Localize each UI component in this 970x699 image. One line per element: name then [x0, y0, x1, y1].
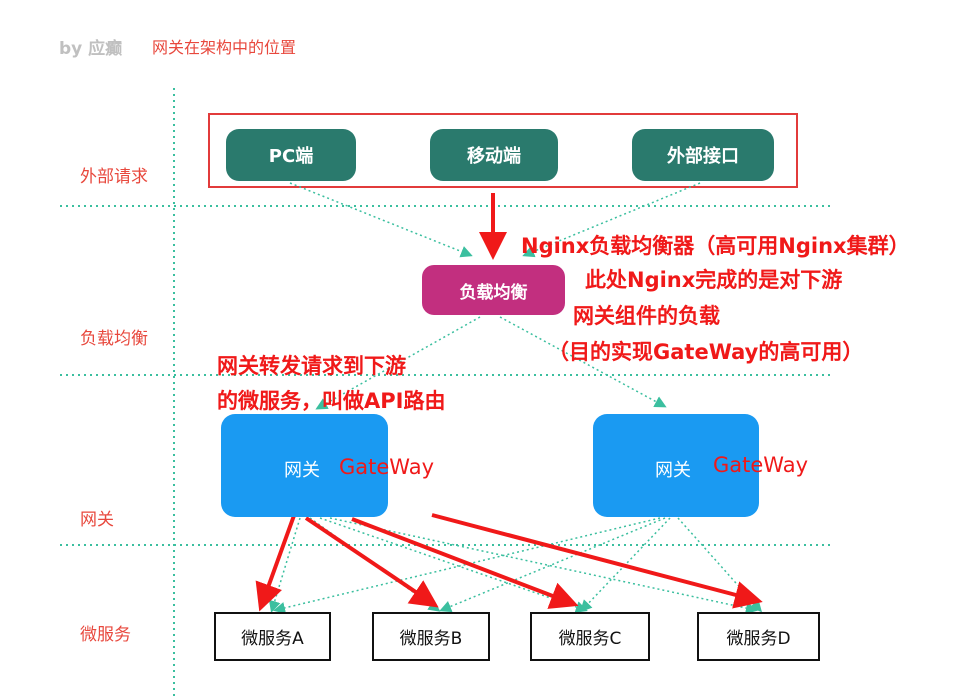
tier-label-load-balance: 负载均衡 — [80, 329, 148, 349]
tier-label-microservice: 微服务 — [80, 625, 131, 645]
red-arrow-to-service-d — [431, 513, 763, 609]
service-node-a: 微服务A — [214, 612, 331, 661]
routing-annotation-line-1: 网关转发请求到下游 — [217, 354, 406, 378]
routing-annotation-line-2: 的微服务，叫做API路由 — [217, 389, 446, 413]
author-credit: by 应癫 — [59, 39, 123, 59]
service-node-d: 微服务D — [697, 612, 820, 661]
nginx-annotation-line-3: 网关组件的负载 — [573, 304, 720, 328]
tier-label-external: 外部请求 — [80, 167, 148, 187]
client-to-lb-connectors — [289, 182, 701, 258]
red-arrows — [255, 193, 763, 612]
red-arrow-to-service-b — [304, 516, 439, 608]
client-group-frame — [208, 113, 798, 188]
client-node-external-api: 外部接口 — [632, 129, 774, 181]
lb-to-gateway-connectors — [315, 316, 667, 410]
gateway-node-right — [593, 414, 759, 517]
service-node-c: 微服务C — [530, 612, 650, 661]
tier-label-gateway: 网关 — [80, 510, 114, 530]
nginx-annotation-line-2: 此处Nginx完成的是对下游 — [585, 268, 843, 292]
client-node-mobile: 移动端 — [430, 129, 558, 181]
gateway-left-note: GateWay — [339, 455, 435, 479]
gateway-left-label: 网关 — [284, 460, 320, 481]
red-arrow-to-service-c — [351, 517, 579, 609]
load-balancer-node: 负载均衡 — [422, 265, 565, 315]
diagram-caption: 网关在架构中的位置 — [152, 38, 297, 57]
gateway-node-left — [221, 414, 388, 517]
gateway-right-label: 网关 — [655, 460, 691, 481]
gateway-to-service-connectors — [268, 517, 762, 614]
client-node-pc: PC端 — [226, 129, 356, 181]
nginx-annotation-line-1: Nginx负载均衡器（高可用Nginx集群） — [521, 234, 910, 258]
red-arrow-to-service-a — [255, 509, 298, 612]
gateway-right-note: GateWay — [713, 453, 809, 477]
service-node-b: 微服务B — [372, 612, 490, 661]
nginx-annotation-line-4: （目的实现GateWay的高可用） — [548, 340, 864, 364]
